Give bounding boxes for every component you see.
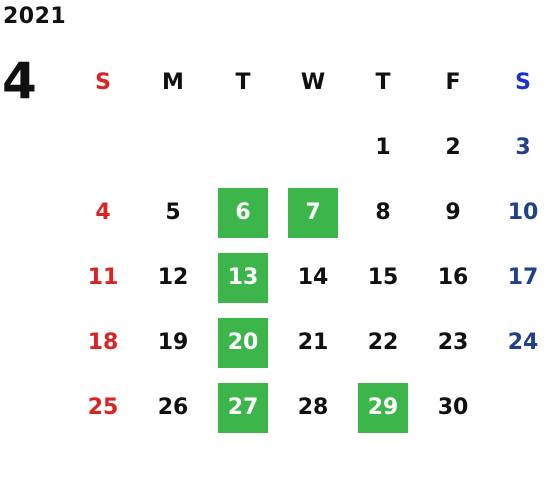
day-number: 20	[218, 317, 268, 368]
day-cell: 27	[208, 375, 278, 440]
day-cell: 15	[348, 245, 418, 310]
day-cell	[68, 115, 138, 180]
day-number: 26	[157, 395, 189, 420]
day-cell: 28	[278, 375, 348, 440]
day-cell: 5	[138, 180, 208, 245]
weekday-header-wed: W	[300, 70, 326, 95]
day-number: 15	[367, 265, 399, 290]
weekday-header-sun: S	[95, 70, 111, 95]
day-cell: 3	[488, 115, 548, 180]
day-cell: 8	[348, 180, 418, 245]
day-cell: 25	[68, 375, 138, 440]
day-number: 18	[87, 330, 119, 355]
day-number: 19	[157, 330, 189, 355]
day-number	[498, 383, 548, 433]
day-cell: 4	[68, 180, 138, 245]
day-number	[148, 123, 198, 173]
day-number: 17	[507, 265, 539, 290]
day-cell: 19	[138, 310, 208, 375]
day-number: 11	[87, 265, 119, 290]
day-number: 12	[157, 265, 189, 290]
day-number: 14	[297, 265, 329, 290]
weekday-header-sat: S	[515, 70, 531, 95]
day-number: 7	[288, 187, 338, 238]
day-cell: 22	[348, 310, 418, 375]
day-number: 2	[445, 135, 461, 160]
day-number	[78, 123, 128, 173]
day-number: 22	[367, 330, 399, 355]
weekday-header-tue: T	[235, 70, 251, 95]
day-number: 1	[375, 135, 391, 160]
day-number: 23	[437, 330, 469, 355]
day-cell: 20	[208, 310, 278, 375]
day-number: 6	[218, 187, 268, 238]
weekday-header-fri: F	[445, 70, 461, 95]
day-cell: 1	[348, 115, 418, 180]
day-number	[218, 123, 268, 173]
weekday-header-mon: M	[162, 70, 184, 95]
day-cell: 12	[138, 245, 208, 310]
day-cell	[208, 115, 278, 180]
day-cell: 11	[68, 245, 138, 310]
day-cell: 9	[418, 180, 488, 245]
day-number	[288, 123, 338, 173]
day-cell	[138, 115, 208, 180]
day-number: 27	[218, 382, 268, 433]
day-cell: 23	[418, 310, 488, 375]
day-cell: 2	[418, 115, 488, 180]
day-number: 10	[507, 200, 539, 225]
day-cell	[488, 375, 548, 440]
day-cell: 6	[208, 180, 278, 245]
day-cell: 29	[348, 375, 418, 440]
month-label: 4	[2, 52, 37, 110]
day-cell: 13	[208, 245, 278, 310]
day-cell: 14	[278, 245, 348, 310]
day-number: 25	[87, 395, 119, 420]
day-number: 3	[515, 135, 531, 160]
day-number: 30	[437, 395, 469, 420]
day-number: 21	[297, 330, 329, 355]
day-number: 9	[445, 200, 461, 225]
day-cell: 7	[278, 180, 348, 245]
day-number: 16	[437, 265, 469, 290]
day-cell: 16	[418, 245, 488, 310]
calendar-grid: S M T W T F S 1 2 3 4 5 6 7 8 9 10 11 12…	[68, 50, 548, 440]
day-cell: 30	[418, 375, 488, 440]
day-cell: 24	[488, 310, 548, 375]
day-cell: 18	[68, 310, 138, 375]
day-cell: 26	[138, 375, 208, 440]
day-number: 29	[358, 382, 408, 433]
day-cell: 17	[488, 245, 548, 310]
day-cell: 10	[488, 180, 548, 245]
day-number: 8	[375, 200, 391, 225]
day-number: 13	[218, 252, 268, 303]
weekday-header-thu: T	[375, 70, 391, 95]
day-number: 4	[95, 200, 111, 225]
day-number: 5	[165, 200, 181, 225]
day-number: 24	[507, 330, 539, 355]
day-number: 28	[297, 395, 329, 420]
day-cell: 21	[278, 310, 348, 375]
year-label: 2021	[3, 4, 67, 29]
day-cell	[278, 115, 348, 180]
